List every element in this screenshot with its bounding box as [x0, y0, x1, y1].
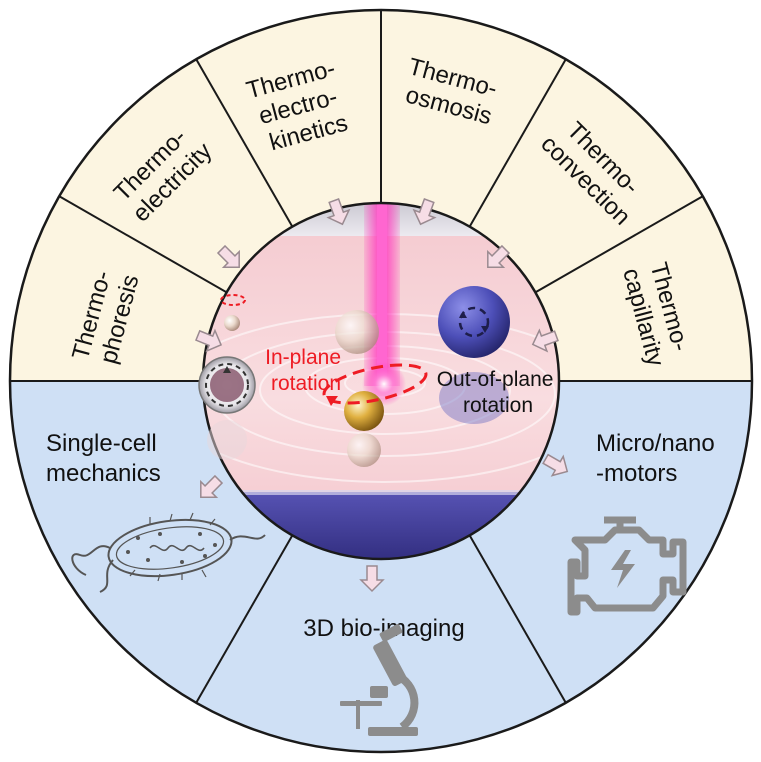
in-plane-rotation-ring [322, 363, 428, 405]
application-label-micromotors: Micro/nano -motors [596, 430, 721, 487]
arrow-layer [195, 198, 569, 593]
arrow-in-6 [531, 328, 559, 353]
out-of-plane-ring [458, 306, 490, 338]
in-plane-label: In-plane rotation [265, 346, 347, 395]
small-particle [224, 315, 240, 331]
outer-ring-border [8, 8, 754, 754]
out-of-plane-label: Out-of-plane rotation [437, 368, 560, 417]
gold-particle [344, 391, 384, 431]
arrow-out-2 [359, 565, 385, 593]
arrow-in-4 [412, 198, 437, 226]
blue-sphere-shadow [439, 372, 509, 424]
blue-sphere [438, 286, 510, 358]
center-scene: In-plane rotation Out-of-plane rotation [198, 201, 561, 561]
bacterium-icon [71, 512, 266, 593]
in-plane-arrowhead [326, 396, 338, 406]
moving-particle-ghost [335, 310, 379, 354]
application-labels: Single-cell mechanics 3D bio-imaging Mic… [46, 430, 721, 642]
microscope-icon [340, 624, 419, 736]
arrow-in-5 [487, 244, 511, 268]
arrow-in-3 [326, 198, 351, 226]
arrow-in-2 [195, 328, 223, 353]
engine-icon [567, 516, 687, 616]
arrow-in-1 [216, 244, 240, 268]
small-rotation-ring [220, 294, 246, 306]
arrow-out-1 [200, 474, 224, 498]
arrow-out-3 [542, 453, 569, 477]
gold-particle-ghost [347, 433, 381, 467]
application-label-single-cell: Single-cell mechanics [46, 430, 163, 487]
